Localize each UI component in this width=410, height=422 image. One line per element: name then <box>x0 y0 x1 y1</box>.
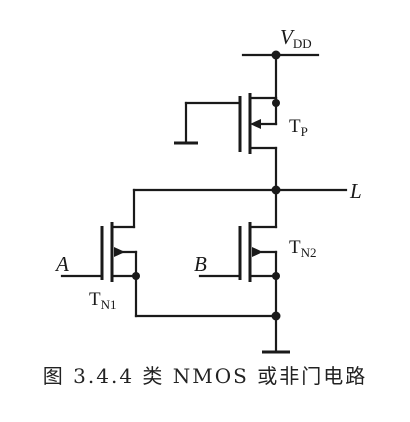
tn1-arrow-icon <box>114 247 125 257</box>
input-b-label: B <box>194 252 207 276</box>
input-a-label: A <box>54 252 69 276</box>
tn1-label: TN1 <box>89 289 117 312</box>
nmos-transistor-tn1 <box>60 188 140 318</box>
vdd-rail <box>241 50 320 100</box>
tp-body-dot <box>272 99 280 107</box>
nmos-transistor-tn2 <box>198 188 280 318</box>
tp-arrow-icon <box>250 119 261 129</box>
tp-label: TP <box>289 116 308 139</box>
vdd-label: VDD <box>280 25 312 51</box>
tn1-body-dot <box>132 272 140 280</box>
tn2-body-dot <box>272 272 280 280</box>
output-label: L <box>349 179 362 203</box>
vdd-junction-dot <box>271 50 281 60</box>
tn2-arrow-icon <box>252 247 263 257</box>
ground-bus <box>134 311 290 354</box>
figure-caption: 图 3.4.4 类 NMOS 或非门电路 <box>42 364 368 388</box>
output-node <box>132 185 348 195</box>
pmos-transistor-tp <box>174 93 280 192</box>
tn2-label: TN2 <box>289 237 317 260</box>
